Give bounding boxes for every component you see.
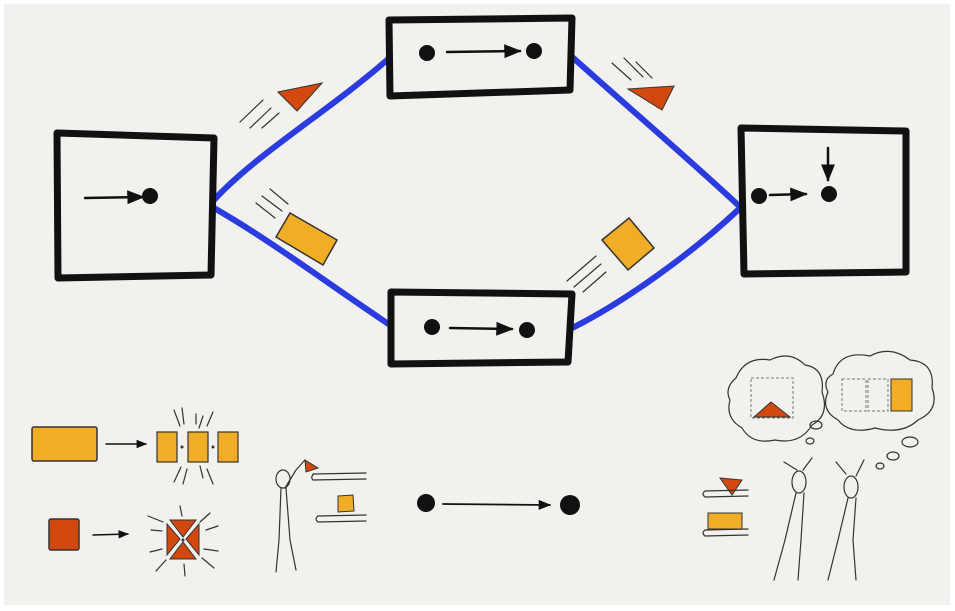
arrow-icon (83, 190, 145, 205)
dot-icon (142, 188, 158, 204)
node-right-box (737, 124, 910, 278)
person-placing-pieces-icon (275, 459, 367, 573)
edge-left-to-bottom (211, 205, 393, 328)
edge-left-to-top (211, 57, 390, 203)
edge-top-to-right (567, 52, 741, 208)
dot-icon (424, 319, 440, 335)
edge-bottom-to-right (565, 207, 741, 333)
dot-icon (821, 186, 837, 202)
node-left-box (53, 129, 218, 282)
payload-yellow-rect-lower-left (255, 188, 339, 267)
dot-icon (519, 322, 535, 338)
dot-icon (419, 45, 435, 61)
node-bottom-box (387, 288, 576, 368)
dot-icon (526, 43, 542, 59)
arrow-icon (768, 187, 808, 202)
payload-orange-triangle-upper-right (611, 57, 675, 111)
dot-icon (751, 188, 767, 204)
payload-orange-triangle-upper-left (239, 82, 324, 129)
orange-square-split-into-triangles-icon (48, 505, 219, 577)
two-people-imagining-pieces-icon (702, 350, 935, 581)
arrow-icon (445, 44, 522, 59)
dot-arrow-dot-icon (417, 494, 580, 515)
payload-yellow-rect-lower-right (566, 216, 656, 293)
edges (211, 52, 741, 333)
yellow-rectangle-split-into-pieces-icon (31, 407, 239, 485)
arrow-icon (448, 321, 514, 336)
node-top-box (385, 14, 576, 100)
